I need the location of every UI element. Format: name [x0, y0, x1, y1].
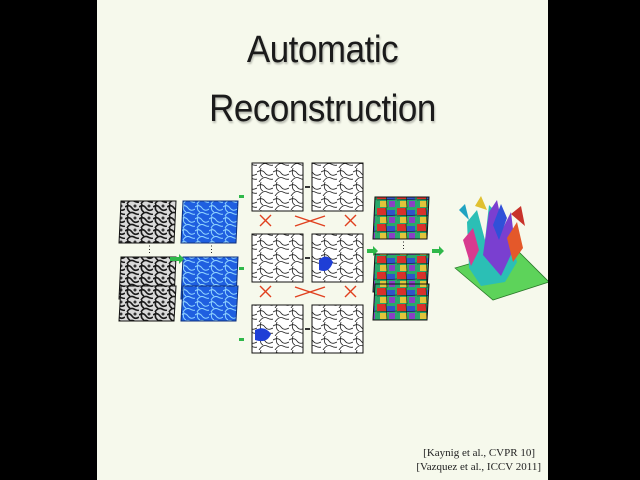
em-image-stack: ⋮ [118, 200, 177, 322]
svg-text:⋮: ⋮ [399, 240, 408, 250]
slide-title-line1: Automatic [246, 29, 399, 71]
cross-link-icon [259, 214, 357, 298]
dash-mark [239, 195, 244, 198]
dash-mark [239, 267, 244, 270]
segmentation-stack: ⋮ [372, 196, 430, 321]
svg-text:⋮: ⋮ [207, 244, 216, 254]
svg-text:⋮: ⋮ [145, 244, 154, 254]
citation-vazquez: [Vazquez et al., ICCV 2011] [416, 461, 541, 473]
dash-mark [239, 338, 244, 341]
citation-kaynig: [Kaynig et al., CVPR 10] [423, 447, 535, 459]
membrane-probability-stack: ⋮ [180, 200, 239, 322]
arrow-icon [170, 254, 184, 264]
slide: Automatic Reconstruction [97, 0, 548, 480]
slide-title-line2: Reconstruction [209, 88, 436, 130]
3d-reconstruction-render [454, 196, 548, 301]
arrow-icon [367, 246, 378, 256]
arrow-icon [432, 246, 444, 256]
pipeline-figure: ⋮ ⋮ [118, 162, 548, 354]
region-graph-grid [251, 162, 364, 354]
